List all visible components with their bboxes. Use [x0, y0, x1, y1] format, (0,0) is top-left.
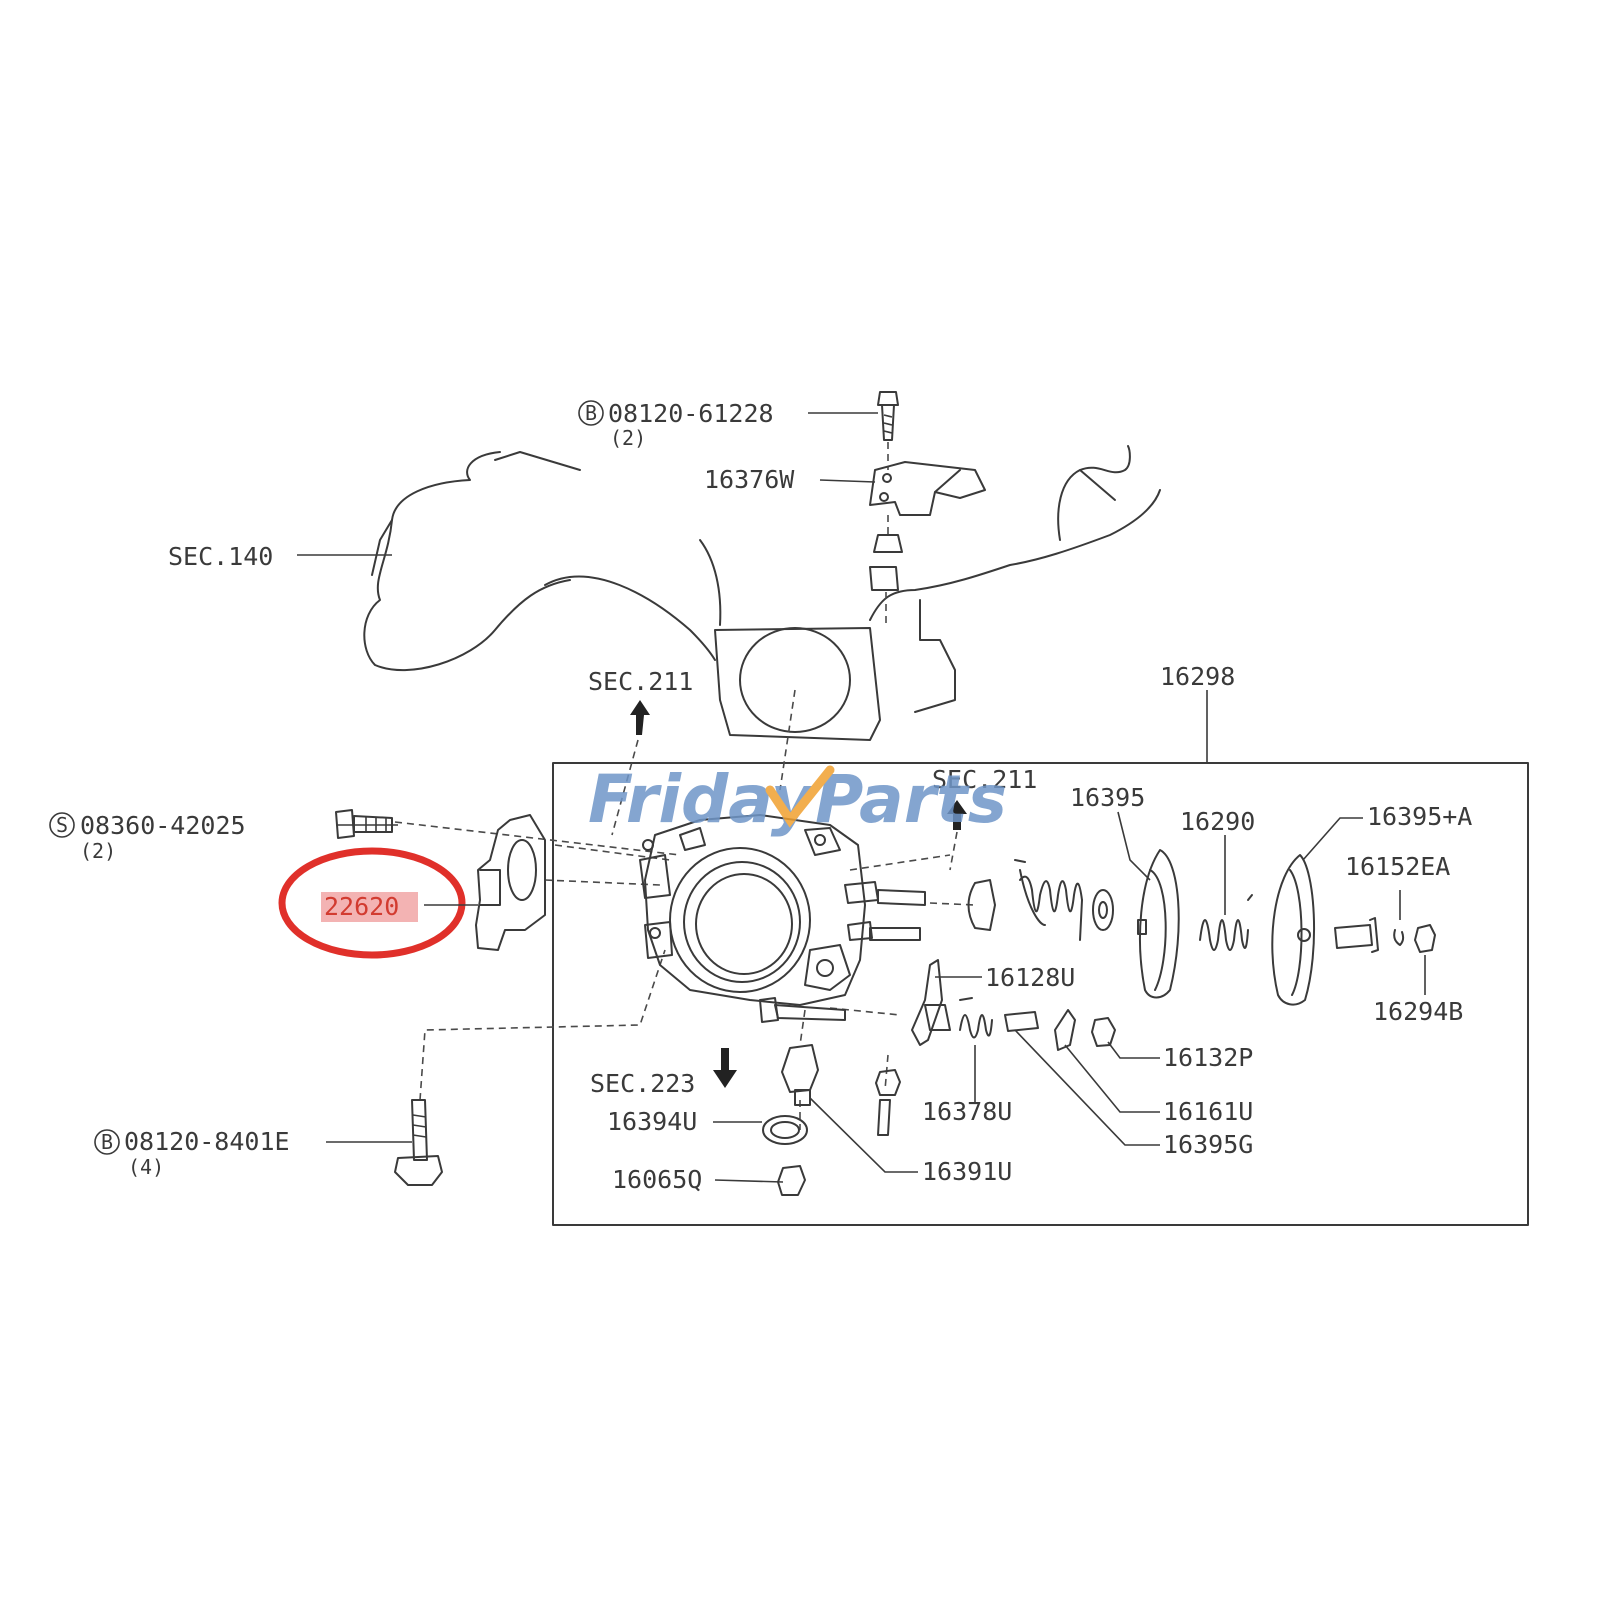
highlight-ring [278, 847, 466, 959]
prefix-bottom: B [101, 1130, 113, 1154]
highlight-fill [321, 892, 418, 922]
label-16395A[interactable]: 16395+A [1367, 802, 1472, 831]
label-22620[interactable]: 22620 [324, 892, 399, 921]
label-sec140[interactable]: SEC.140 [168, 542, 273, 571]
leader-lines [297, 412, 1363, 1183]
watermark-word-friday: Friday [588, 761, 817, 838]
throttle-drum-16395 [1137, 849, 1180, 999]
part-labels: B 08120-61228 (2) 16376W SEC.140 SEC.211… [56, 399, 1472, 1194]
sensor-22620 [475, 814, 546, 951]
screw-08360-42025 [335, 809, 393, 839]
label-bolt-top-qty: (2) [610, 426, 646, 450]
watermark-word-parts: Parts [815, 761, 1007, 838]
label-screw-left-qty: (2) [80, 839, 116, 863]
arrow-up-sec211-left [611, 700, 650, 836]
gasket-16394U [762, 1115, 808, 1145]
pin-16395G [1004, 1011, 1039, 1032]
watermark-logo: Friday Parts [588, 761, 1007, 838]
label-16378U[interactable]: 16378U [922, 1097, 1012, 1126]
prefix-circle-bottom [94, 1129, 120, 1155]
prefix-circle-screw [49, 812, 75, 838]
arrow-up-sec211-right [947, 800, 967, 871]
label-16128U[interactable]: 16128U [985, 963, 1075, 992]
label-bolt-bottom-qty: (4) [128, 1155, 164, 1179]
bolt-08120-61228 [877, 391, 899, 470]
label-16132P[interactable]: 16132P [1163, 1043, 1253, 1072]
label-16395G[interactable]: 16395G [1163, 1130, 1253, 1159]
label-16376W[interactable]: 16376W [704, 465, 795, 494]
label-screw-left[interactable]: 08360-42025 [80, 811, 246, 840]
label-16298[interactable]: 16298 [1160, 662, 1235, 691]
label-16161U[interactable]: 16161U [1163, 1097, 1253, 1126]
throttle-body [639, 814, 926, 1023]
prefix-circle-top [578, 400, 604, 426]
assembly-box-16298 [552, 762, 1529, 1226]
throttle-drum-16395-A [1271, 854, 1316, 1006]
label-16395[interactable]: 16395 [1070, 783, 1145, 812]
screw-small-center [875, 1069, 901, 1136]
nut-16132P [1091, 1017, 1116, 1047]
bolt-16065Q [777, 1165, 806, 1196]
spring-16378U [959, 997, 993, 1039]
label-bolt-top[interactable]: 08120-61228 [608, 399, 774, 428]
label-16152EA[interactable]: 16152EA [1345, 852, 1450, 881]
pin-and-clip [1334, 890, 1436, 995]
label-sec211-right[interactable]: SEC.211 [932, 765, 1037, 794]
label-16065Q[interactable]: 16065Q [612, 1165, 702, 1194]
bracket-16376W [869, 461, 986, 516]
label-16294B[interactable]: 16294B [1373, 997, 1463, 1026]
label-16290[interactable]: 16290 [1180, 807, 1255, 836]
bushing-parts-top [869, 515, 903, 628]
prefix-screw: S [56, 813, 68, 837]
washer-small-16395 [1092, 889, 1114, 931]
watermark-check-icon [765, 765, 835, 828]
bolt-08120-8401E [394, 1099, 443, 1186]
spring-16290 [1199, 894, 1253, 951]
label-sec223[interactable]: SEC.223 [590, 1069, 695, 1098]
arrow-down-sec223 [713, 1048, 737, 1088]
part-cap-left [967, 879, 996, 931]
lever-16161U [1054, 1009, 1076, 1051]
label-sec211-left[interactable]: SEC.211 [588, 667, 693, 696]
intake-manifold-outline [363, 445, 1161, 741]
label-16391U[interactable]: 16391U [922, 1157, 1012, 1186]
sensor-16391U [781, 1044, 819, 1106]
label-bolt-bottom[interactable]: 08120-8401E [124, 1127, 290, 1156]
label-16394U[interactable]: 16394U [607, 1107, 697, 1136]
prefix-top: B [585, 401, 597, 425]
lever-16128U [911, 959, 951, 1046]
spring-return-large [1014, 859, 1083, 941]
